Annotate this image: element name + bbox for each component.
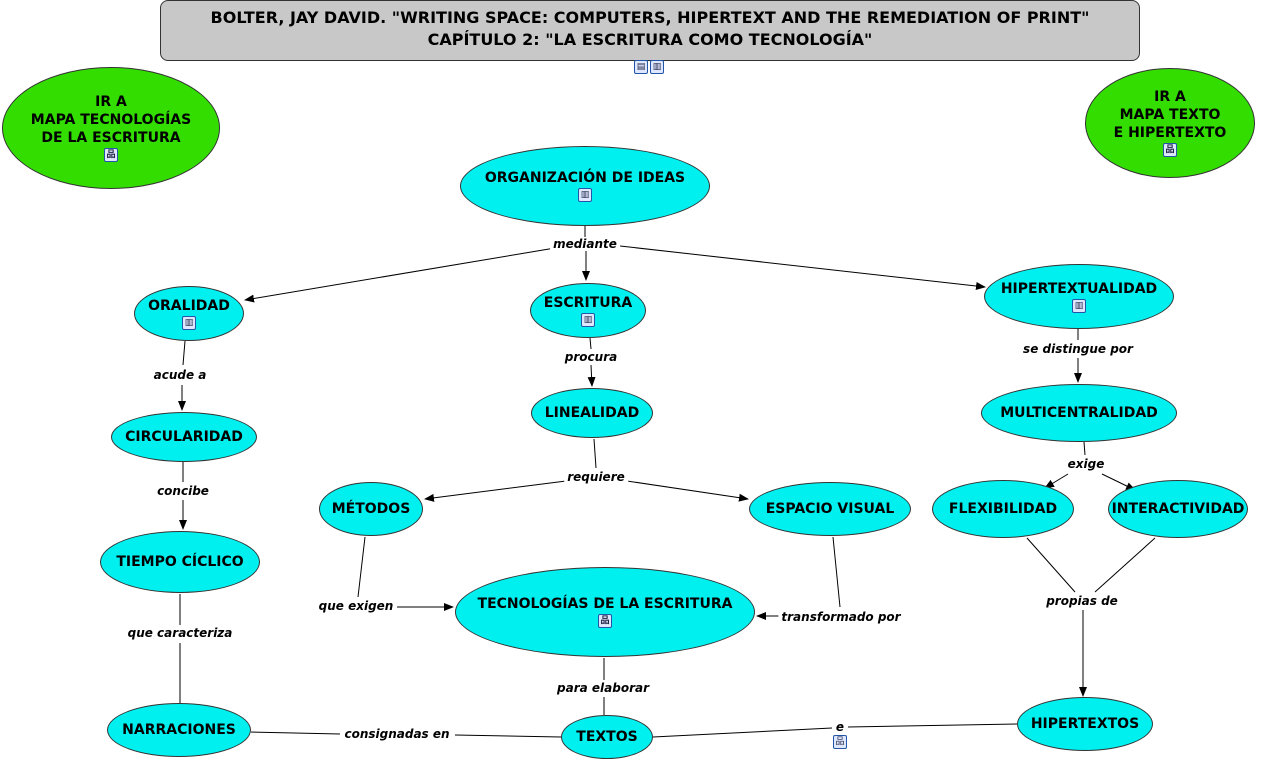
concept-textos[interactable]: TEXTOS xyxy=(561,715,653,759)
concept-map-icon[interactable]: 品 xyxy=(1163,143,1177,157)
nav-label: IR A xyxy=(95,94,127,110)
concept-metodos[interactable]: MÉTODOS xyxy=(319,482,423,536)
link-e: e xyxy=(832,720,848,734)
link-mediante: mediante xyxy=(550,237,620,251)
concept-label: ORALIDAD xyxy=(148,297,230,314)
link-propias-de: propias de xyxy=(1043,594,1121,608)
concept-label: TECNOLOGÍAS DE LA ESCRITURA xyxy=(477,596,733,612)
concept-label: TIEMPO CÍCLICO xyxy=(116,554,244,570)
concept-map-icon[interactable]: 品 xyxy=(598,614,612,628)
nav-label: MAPA TECNOLOGÍAS xyxy=(30,112,192,128)
concept-label: ESPACIO VISUAL xyxy=(765,501,895,517)
concept-hipertextos[interactable]: HIPERTEXTOS xyxy=(1017,697,1153,751)
title-line-2: CAPÍTULO 2: "LA ESCRITURA COMO TECNOLOGÍ… xyxy=(427,30,873,49)
concept-escritura[interactable]: ESCRITURA▥ xyxy=(530,283,646,338)
concept-narraciones[interactable]: NARRACIONES xyxy=(107,703,251,757)
concept-label: CIRCULARIDAD xyxy=(125,429,243,445)
concept-circularidad[interactable]: CIRCULARIDAD xyxy=(111,412,257,462)
video-resource-icon[interactable]: ▥ xyxy=(578,188,592,202)
concept-label: NARRACIONES xyxy=(122,722,236,738)
map-title: BOLTER, JAY DAVID. "WRITING SPACE: COMPU… xyxy=(160,0,1140,74)
link-concibe: concibe xyxy=(154,484,212,498)
nav-label: MAPA TEXTO xyxy=(1119,107,1221,123)
concept-multicentralidad[interactable]: MULTICENTRALIDAD xyxy=(981,384,1177,442)
concept-label: ORGANIZACIÓN DE IDEAS xyxy=(484,170,686,186)
link-procura: procura xyxy=(561,350,621,364)
concept-tecnologias[interactable]: TECNOLOGÍAS DE LA ESCRITURA 品 xyxy=(455,567,755,657)
nav-label: IR A xyxy=(1154,89,1186,105)
concept-tiempo-ciclico[interactable]: TIEMPO CÍCLICO xyxy=(100,531,260,593)
concept-label: MULTICENTRALIDAD xyxy=(1000,405,1158,421)
concept-linealidad[interactable]: LINEALIDAD xyxy=(531,388,653,438)
nav-mapa-texto[interactable]: IR A MAPA TEXTO E HIPERTEXTO 品 xyxy=(1085,68,1255,178)
link-que-caracteriza: que caracteriza xyxy=(124,626,236,640)
link-que-exigen: que exigen xyxy=(315,599,397,613)
video-resource-icon[interactable]: ▥ xyxy=(650,60,664,74)
concept-interactividad[interactable]: INTERACTIVIDAD xyxy=(1108,480,1248,538)
nav-label: E HIPERTEXTO xyxy=(1113,125,1227,141)
link-transformado-por: transformado por xyxy=(778,610,904,624)
link-para-elaborar: para elaborar xyxy=(554,681,652,695)
link-acude-a: acude a xyxy=(150,368,210,382)
link-exige: exige xyxy=(1064,457,1108,471)
concept-hipertextualidad[interactable]: HIPERTEXTUALIDAD▥ xyxy=(984,264,1174,329)
concept-label: MÉTODOS xyxy=(331,501,411,517)
concept-label: INTERACTIVIDAD xyxy=(1111,501,1245,517)
link-consignadas-en: consignadas en xyxy=(341,727,453,741)
link-requiere: requiere xyxy=(564,470,628,484)
link-se-distingue-por: se distingue por xyxy=(1020,342,1136,356)
video-resource-icon[interactable]: ▥ xyxy=(1072,298,1086,313)
video-resource-icon[interactable]: ▥ xyxy=(581,312,595,327)
concept-espacio-visual[interactable]: ESPACIO VISUAL xyxy=(749,482,911,536)
concept-flexibilidad[interactable]: FLEXIBILIDAD xyxy=(932,480,1074,538)
concept-map-icon[interactable]: 品 xyxy=(833,735,847,749)
concept-label: HIPERTEXTUALIDAD xyxy=(1000,280,1158,297)
video-resource-icon[interactable]: ▥ xyxy=(182,315,196,330)
nav-label: DE LA ESCRITURA xyxy=(41,130,181,146)
concept-label: LINEALIDAD xyxy=(544,405,640,421)
concept-label: FLEXIBILIDAD xyxy=(948,501,1058,517)
concept-map-icon[interactable]: 品 xyxy=(104,148,118,162)
concept-label: ESCRITURA xyxy=(543,294,633,311)
title-line-1: BOLTER, JAY DAVID. "WRITING SPACE: COMPU… xyxy=(210,8,1090,27)
concept-label: HIPERTEXTOS xyxy=(1030,716,1140,732)
concept-organizacion[interactable]: ORGANIZACIÓN DE IDEAS ▥ xyxy=(460,146,710,226)
image-resource-icon[interactable]: ▤ xyxy=(634,60,648,74)
concept-label: TEXTOS xyxy=(576,729,638,745)
nav-mapa-tecnologias[interactable]: IR A MAPA TECNOLOGÍAS DE LA ESCRITURA 品 xyxy=(2,67,220,189)
concept-oralidad[interactable]: ORALIDAD▥ xyxy=(134,286,244,341)
